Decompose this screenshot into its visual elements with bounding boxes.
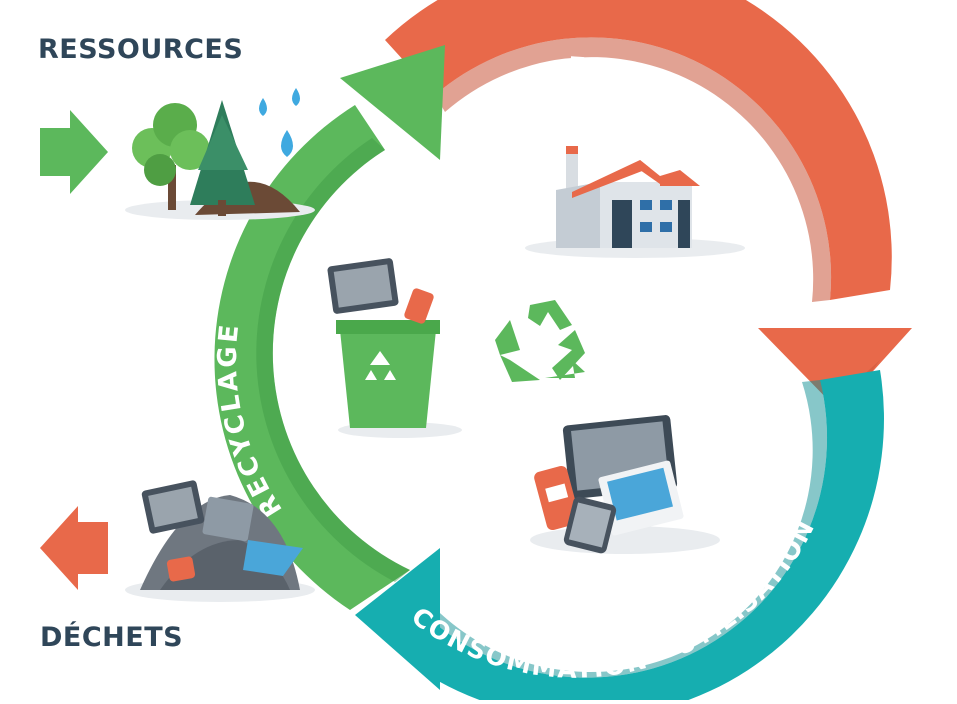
factory-icon xyxy=(525,146,745,258)
recycling-arrow xyxy=(214,45,445,610)
waste-label: DÉCHETS xyxy=(40,622,184,653)
recycle-symbol-icon xyxy=(495,300,585,382)
forest-with-water-drops-icon xyxy=(125,88,315,220)
devices-and-can-icon xyxy=(530,415,720,554)
waste-output-arrow xyxy=(40,506,108,590)
resource-input-arrow xyxy=(40,110,108,194)
waste-pile-icon xyxy=(125,480,315,602)
recycling-bin-icon xyxy=(327,258,462,438)
resources-label: RESSOURCES xyxy=(38,34,244,65)
consumption-arrow xyxy=(355,370,884,704)
